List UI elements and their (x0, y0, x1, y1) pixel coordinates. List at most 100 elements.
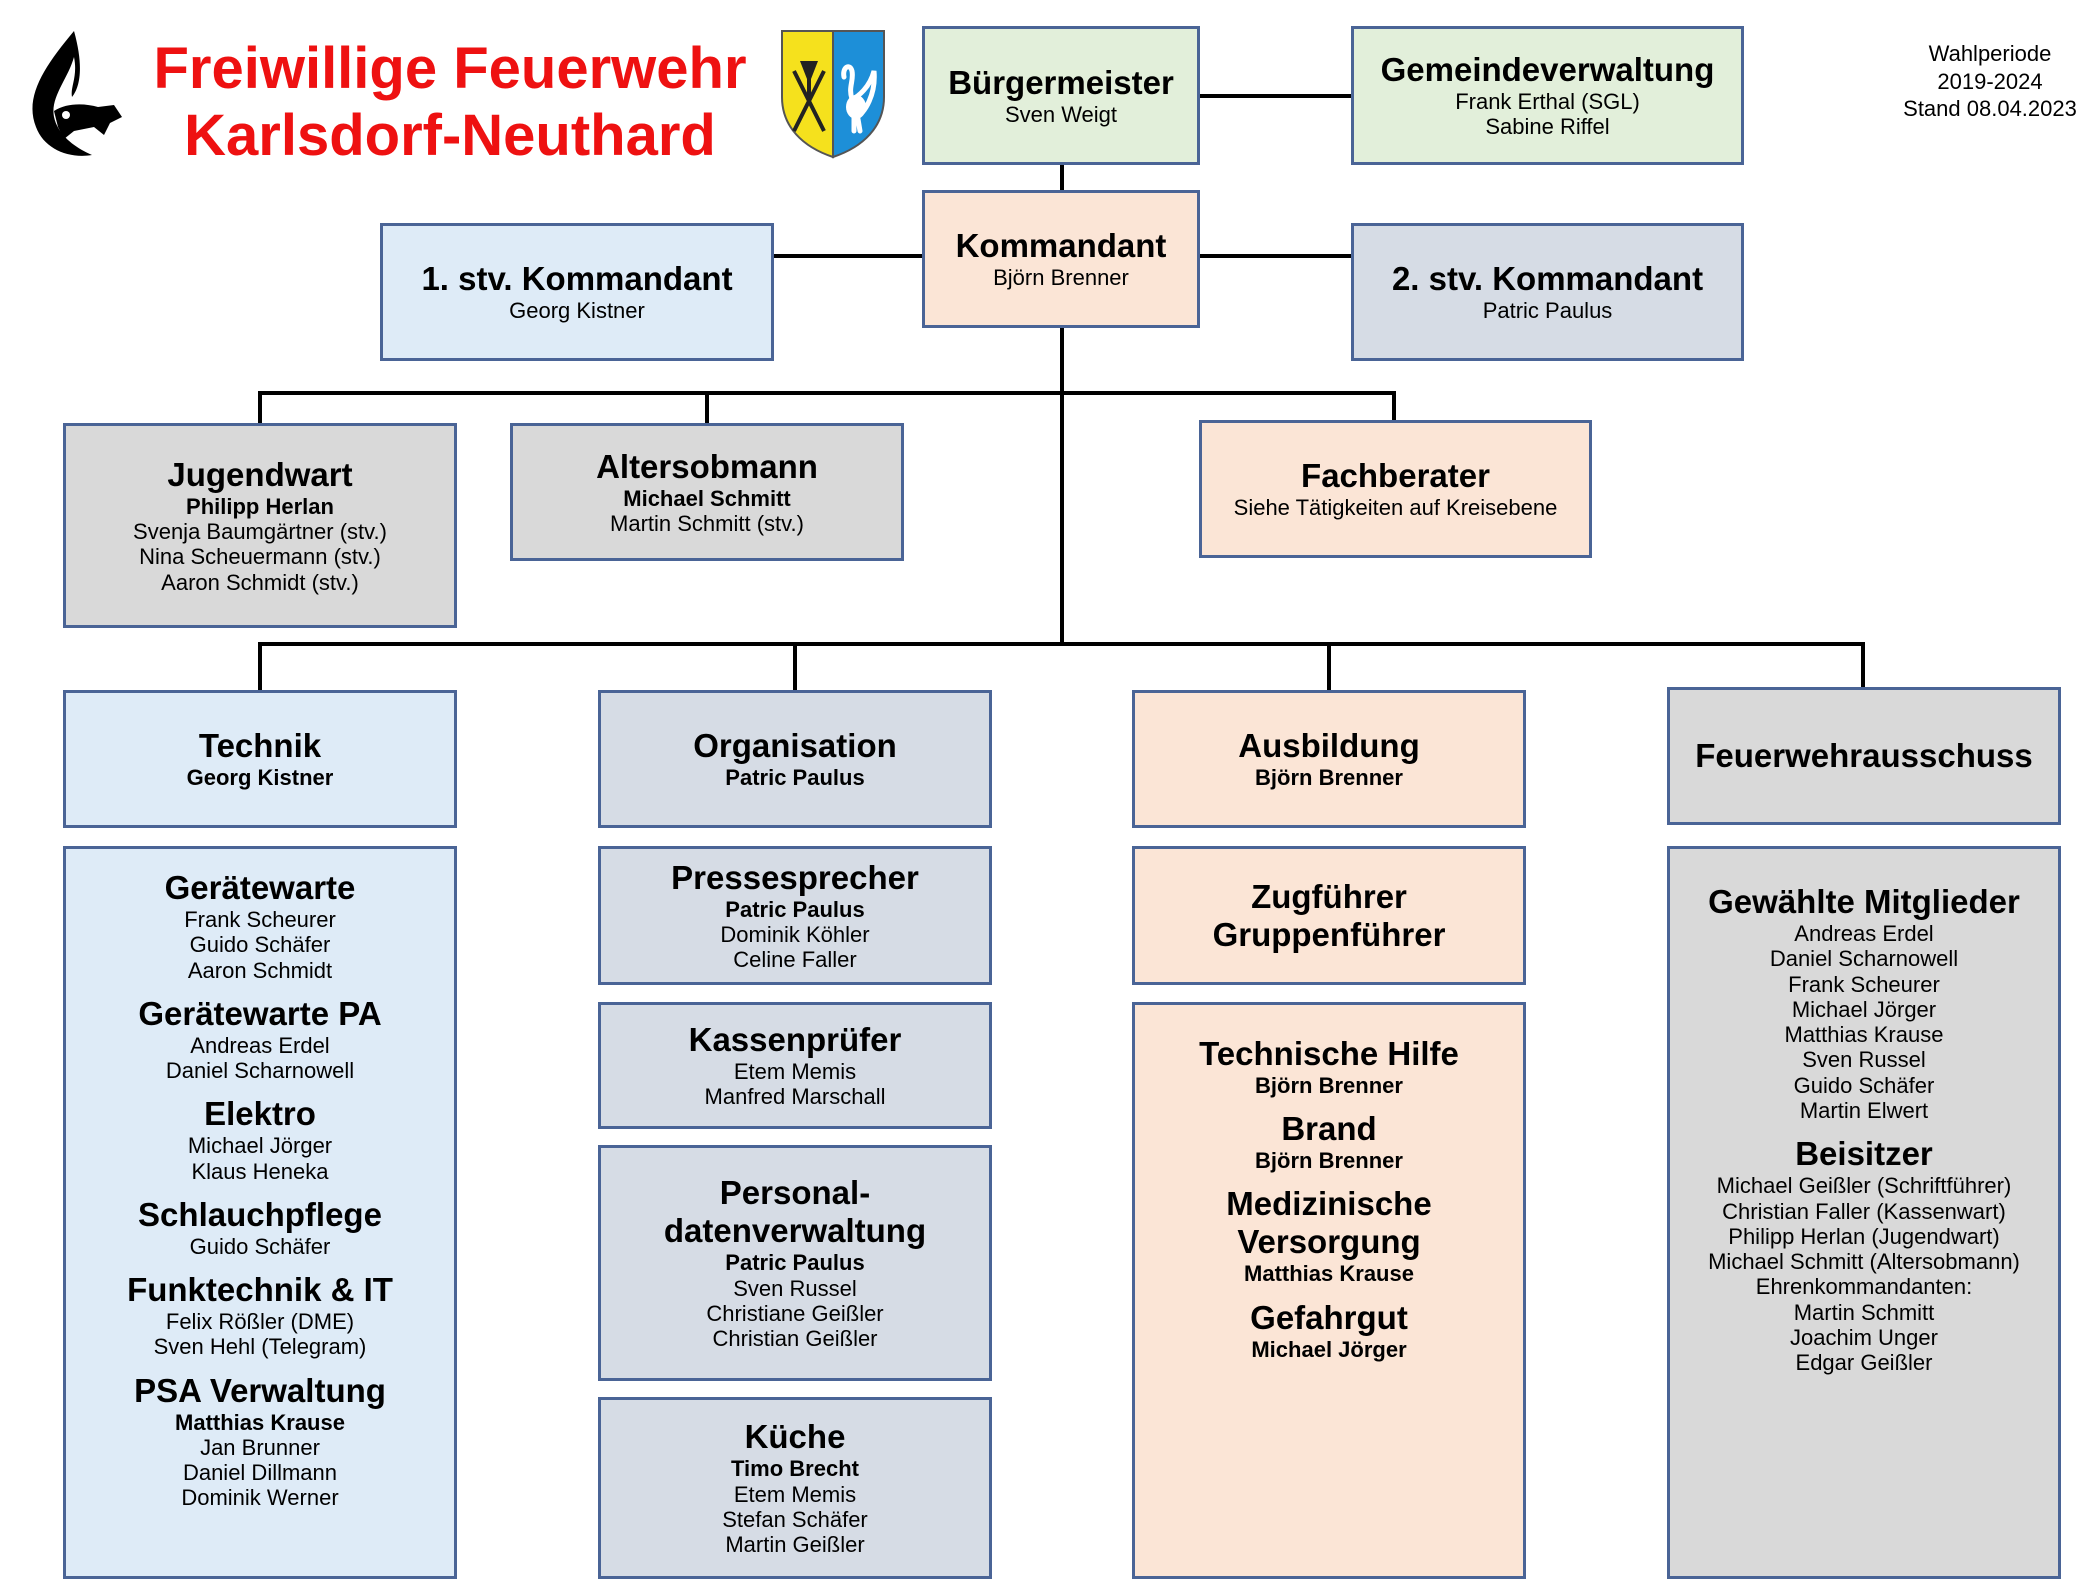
box-name: Sabine Riffel (1485, 114, 1610, 140)
section-name: Daniel Scharnowell (165, 1058, 355, 1084)
box-name: Christian Geißler (712, 1326, 878, 1352)
section-name: Andreas Erdel (190, 1032, 330, 1058)
box-lead: Timo Brecht (731, 1456, 859, 1482)
box-name: Etem Memis (733, 1059, 857, 1085)
fire-department-logo (14, 27, 142, 163)
connector-line (1200, 94, 1351, 98)
coat-of-arms-icon (781, 30, 885, 159)
box-title: Fachberater (1301, 457, 1490, 495)
section-name: Felix Rößler (DME) (165, 1309, 355, 1335)
box-lead: Patric Paulus (725, 765, 865, 791)
section-name: Guido Schäfer (189, 932, 331, 958)
box-title: Feuerwehrausschuss (1695, 737, 2033, 775)
member-name: Guido Schäfer (1793, 1072, 1935, 1098)
status-date: Stand 08.04.2023 (1903, 96, 2077, 121)
box-name: Patric Paulus (1482, 298, 1613, 324)
section-lead: Björn Brenner (1255, 1072, 1403, 1098)
section-name: Dominik Werner (181, 1485, 339, 1511)
box-title: Ausbildung (1238, 727, 1420, 765)
section-name: Michael Jörger (187, 1133, 333, 1159)
connector-line (1392, 391, 1396, 420)
buergermeister-box: Bürgermeister Sven Weigt (922, 26, 1200, 165)
box-name: Christiane Geißler (706, 1300, 884, 1326)
section-title: Gerätewarte (164, 869, 356, 906)
coat-of-arms (778, 27, 888, 161)
flame-lion-icon (32, 31, 122, 156)
box-title: Zugführer (1251, 877, 1407, 915)
member-name: Edgar Geißler (1795, 1350, 1933, 1376)
beisitzer-list: Michael Geißler (Schriftführer) Christia… (1708, 1173, 2020, 1375)
section-lead: Björn Brenner (1255, 1148, 1403, 1174)
member-name: Michael Schmitt (Altersobmann) (1708, 1249, 2020, 1275)
technik-header-box: Technik Georg Kistner (63, 690, 457, 828)
section-title: Medizinische (1226, 1185, 1432, 1223)
box-name: Frank Erthal (SGL) (1455, 89, 1640, 115)
box-title: Pressesprecher (671, 858, 919, 896)
box-title: Gruppenführer (1212, 915, 1446, 953)
box-name: Georg Kistner (509, 298, 645, 324)
beisitzer-title: Beisitzer (1795, 1135, 1933, 1173)
section-lead: Michael Jörger (1251, 1336, 1407, 1362)
box-name: Manfred Marschall (704, 1084, 886, 1110)
box-title: Altersobmann (596, 447, 818, 485)
member-name: Christian Faller (Kassenwart) (1722, 1198, 2006, 1224)
member-name: Martin Schmitt (1793, 1299, 1935, 1325)
ausschuss-detail-box: Gewählte Mitglieder Andreas Erdel Daniel… (1667, 846, 2061, 1579)
section-name: Guido Schäfer (189, 1233, 331, 1259)
section-lead: Matthias Krause (1244, 1261, 1414, 1287)
box-name: Etem Memis (733, 1481, 857, 1507)
section-name: Frank Scheurer (184, 906, 336, 932)
section-title: PSA Verwaltung (134, 1371, 386, 1409)
box-name: Martin Geißler (725, 1532, 865, 1558)
ausschuss-header-box: Feuerwehrausschuss (1667, 687, 2061, 825)
box-name: Martin Schmitt (stv.) (610, 510, 804, 536)
box-lead: Philipp Herlan (186, 493, 334, 519)
kassenpruefer-box: Kassenprüfer Etem Memis Manfred Marschal… (598, 1002, 992, 1129)
box-title: 1. stv. Kommandant (421, 260, 733, 298)
section-title: Gerätewarte PA (138, 994, 382, 1032)
title-line-2: Karlsdorf-Neuthard (184, 102, 716, 168)
section-lead: Matthias Krause (175, 1409, 345, 1435)
box-title: datenverwaltung (663, 1212, 927, 1250)
organisation-header-box: Organisation Patric Paulus (598, 690, 992, 828)
connector-line (258, 391, 262, 423)
technik-detail-box: Gerätewarte Frank Scheurer Guido Schäfer… (63, 846, 457, 1579)
box-name: Svenja Baumgärtner (stv.) (133, 519, 387, 545)
section-name: Jan Brunner (200, 1434, 320, 1460)
member-name: Daniel Scharnowell (1769, 946, 1959, 972)
section-name: Daniel Dillmann (182, 1460, 338, 1486)
period-label: Wahlperiode (1928, 41, 2052, 66)
section-name: Klaus Heneka (191, 1158, 329, 1184)
zugfuehrer-box: Zugführer Gruppenführer (1132, 846, 1526, 985)
gewaehlte-mitglieder-list: Andreas Erdel Daniel Scharnowell Frank S… (1770, 921, 1958, 1123)
section-title: Brand (1281, 1110, 1377, 1148)
box-name: Sven Weigt (1004, 101, 1118, 127)
box-title: Kommandant (955, 227, 1167, 265)
section-title: Technische Hilfe (1199, 1035, 1459, 1072)
section-title: Versorgung (1237, 1223, 1421, 1261)
box-name: Dominik Köhler (720, 921, 870, 947)
member-name: Matthias Krause (1784, 1022, 1944, 1048)
fachberater-box: Fachberater Siehe Tätigkeiten auf Kreise… (1199, 420, 1592, 558)
box-lead: Michael Schmitt (623, 485, 791, 511)
stv2-kommandant-box: 2. stv. Kommandant Patric Paulus (1351, 223, 1744, 361)
box-title: Personal- (719, 1174, 871, 1212)
jugendwart-box: Jugendwart Philipp Herlan Svenja Baumgär… (63, 423, 457, 628)
box-name: Nina Scheuermann (stv.) (139, 544, 381, 570)
connector-line (258, 391, 1396, 395)
altersobmann-box: Altersobmann Michael Schmitt Martin Schm… (510, 423, 904, 561)
box-name: Stefan Schäfer (722, 1506, 868, 1532)
box-title: Jugendwart (167, 455, 353, 493)
connector-line (258, 642, 262, 690)
connector-line (1060, 328, 1064, 646)
box-name: Sven Russel (733, 1275, 857, 1301)
member-name: Philipp Herlan (Jugendwart) (1728, 1223, 2000, 1249)
member-name: Ehrenkommandanten: (1755, 1274, 1973, 1300)
section-title: Gefahrgut (1250, 1298, 1408, 1336)
box-title: Organisation (693, 727, 897, 765)
box-title: Gemeindeverwaltung (1380, 51, 1715, 89)
connector-line (1060, 165, 1064, 190)
section-title: Elektro (204, 1095, 316, 1133)
box-note: Siehe Tätigkeiten auf Kreisebene (1233, 495, 1558, 521)
connector-line (1200, 254, 1351, 258)
